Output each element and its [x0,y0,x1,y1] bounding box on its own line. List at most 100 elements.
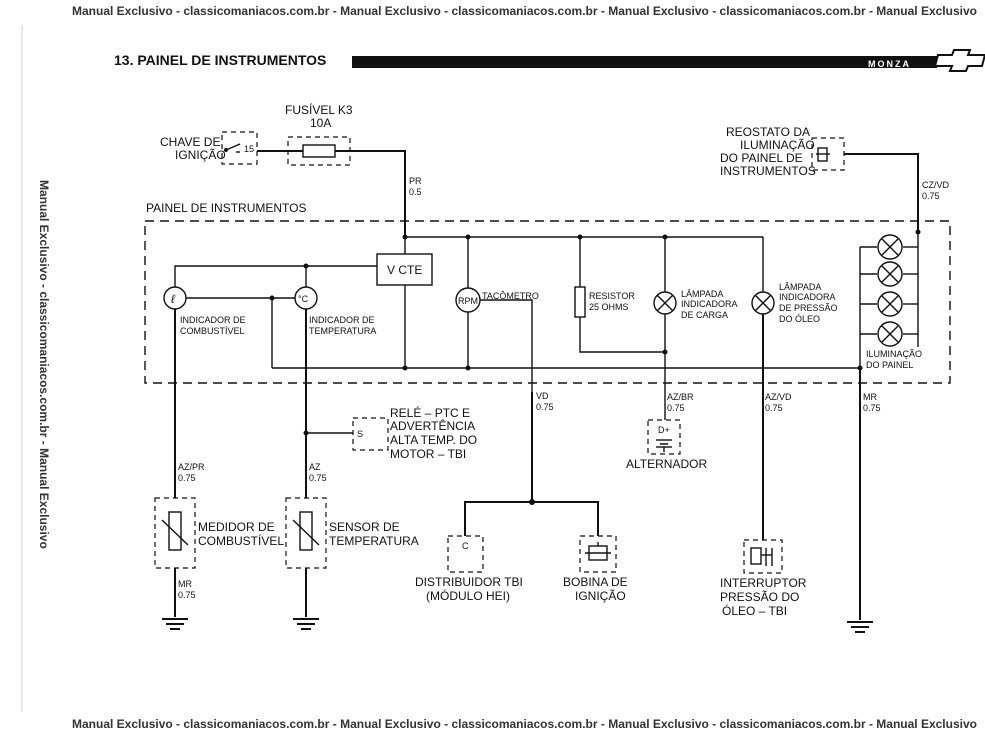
fuel-indicator-symbol: ℓ [171,292,176,306]
oil-lamp-label-4: DO ÓLEO [779,314,820,324]
brand-band [860,58,934,68]
lamp-node [915,229,921,235]
wire-cz-gauge: 0.75 [922,191,940,201]
ground-symbol-fuel [162,618,188,630]
distributor-pin-label: C [462,541,469,551]
header-bar [352,56,937,68]
fuel-sender-label-1: MEDIDOR DE [198,520,275,534]
oil-lamp-label-3: DE PRESSÃO [779,303,838,313]
panel-lights-label-2: DO PAINEL [866,360,913,370]
oil-lamp-label-2: INDICADORA [779,292,836,302]
oil-pressure-switch [743,539,783,574]
oil-pressure-lamp [751,291,775,315]
temp-sensor-label-2: TEMPERATURA [329,534,419,548]
fuel-indicator-label-2: COMBUSTÍVEL [180,326,245,336]
ignition-coil [579,535,617,573]
relay-label-4: MOTOR – TBI [390,447,466,461]
rheostat-label-1: REOSTATO DA [726,125,810,139]
instrument-panel-boundary [144,220,951,384]
alternator [647,419,681,455]
ignition-switch: 15 [221,131,258,165]
fuel-indicator [163,286,187,310]
resistor-return [579,317,665,353]
watermark-top: Manual Exclusivo - classicomaniacos.com.… [72,4,977,18]
panel-lamp-rails [859,232,919,368]
rheostat [811,137,845,171]
wire-mr-right-color: MR [863,392,877,402]
ptc-relay [352,417,389,451]
temperature-indicator-label-2: TEMPERATURA [309,326,376,336]
tachometer-label: TACÔMETRO [482,291,539,301]
oil-switch-label-2: PRESSÃO DO [720,590,799,604]
relay-label-3: ALTA TEMP. DO [390,433,477,447]
temperature-indicator-label-1: INDICADOR DE [309,315,375,325]
wire-azvd-color: AZ/VD [765,392,792,402]
regulator-output [174,265,377,287]
alternator-pin-label: D+ [658,425,670,435]
ground-node [465,365,471,371]
coil-label-2: IGNIÇÃO [575,589,626,603]
feed-wire [257,150,406,237]
charge-lamp-label-2: INDICADORA [681,299,738,309]
fuel-level-sender [154,497,196,569]
wire-azbr-gauge: 0.75 [667,403,685,413]
wire-azbr-color: AZ/BR [667,392,694,402]
page-title: 13. PAINEL DE INSTRUMENTOS [114,52,326,68]
wire-azpr-color: AZ/PR [178,462,205,472]
brand-label: MONZA [868,59,911,69]
wire-pr-color: PR [409,176,422,186]
relay-pin-label: S [357,429,363,439]
wire-mr-right-gauge: 0.75 [863,403,881,413]
rheostat-label-3: DO PAINEL DE [720,151,803,165]
charge-lamp-label-3: DE CARGA [681,310,728,320]
oil-lamp-label-1: LÂMPADA [779,282,821,292]
fuel-sender-label-2: COMBUSTÍVEL [198,533,284,548]
fuse-label: FUSÍVEL K3 [285,102,353,117]
ground-symbol-right [847,621,873,633]
panel-label: PAINEL DE INSTRUMENTOS [146,201,306,215]
rheostat-label-2: ILUMINAÇÃO [740,138,815,152]
wire-azpr-gauge: 0.75 [178,473,196,483]
temperature-indicator-symbol: °C [298,294,309,304]
signal-node [529,499,535,505]
panel-lamp-1 [860,234,918,260]
ground-node [402,365,408,371]
oil-switch-label-3: ÓLEO – TBI [722,603,787,618]
charge-node [662,349,668,355]
wire-azvd-gauge: 0.75 [765,403,783,413]
watermark-bottom: Manual Exclusivo - classicomaniacos.com.… [72,717,977,731]
ignition-switch-label-2: IGNIÇÃO [175,148,226,162]
panel-lamp-2 [860,261,918,287]
resistor-25-ohms [574,286,586,318]
wire-mr-left-color: MR [178,579,192,589]
voltage-regulator-label: V CTE [387,263,422,277]
distributor-label-1: DISTRIBUIDOR TBI [415,575,523,589]
ignition-pin-label: 15 [244,144,254,154]
wire-pr-gauge: 0.5 [409,187,422,197]
ground-symbol-temp [293,618,319,630]
oil-switch-label-1: INTERRUPTOR [720,576,807,590]
resistor-label-1: RESISTOR [589,291,635,301]
rheostat-wire [844,153,919,232]
wire-mr-left-gauge: 0.75 [178,590,196,600]
ignition-switch-label-1: CHAVE DE [160,135,220,149]
distributor-label-2: (MÓDULO HEI) [426,588,510,603]
wire-cz-color: CZ/VD [922,180,950,190]
bus-node [402,234,408,240]
panel-lamp-4 [860,321,918,347]
wire-vd-color: VD [536,391,549,401]
fuse-rating: 10A [310,116,331,130]
wire-vd-gauge: 0.75 [536,402,554,412]
wire-az-color: AZ [309,462,321,472]
fuel-indicator-label-1: INDICADOR DE [180,315,246,325]
relay-label-1: RELÉ – PTC E [390,405,470,420]
temperature-sensor [285,497,327,569]
watermark-side: Manual Exclusivo - classicomaniacos.com.… [37,180,51,549]
tachometer-rpm: RPM [458,296,478,306]
resistor-label-2: 25 OHMS [589,302,629,312]
panel-lamp-3 [860,291,918,317]
charge-indicator-lamp [653,291,677,315]
temp-sensor-label-1: SENSOR DE [329,520,400,534]
regulator-node [303,263,309,269]
